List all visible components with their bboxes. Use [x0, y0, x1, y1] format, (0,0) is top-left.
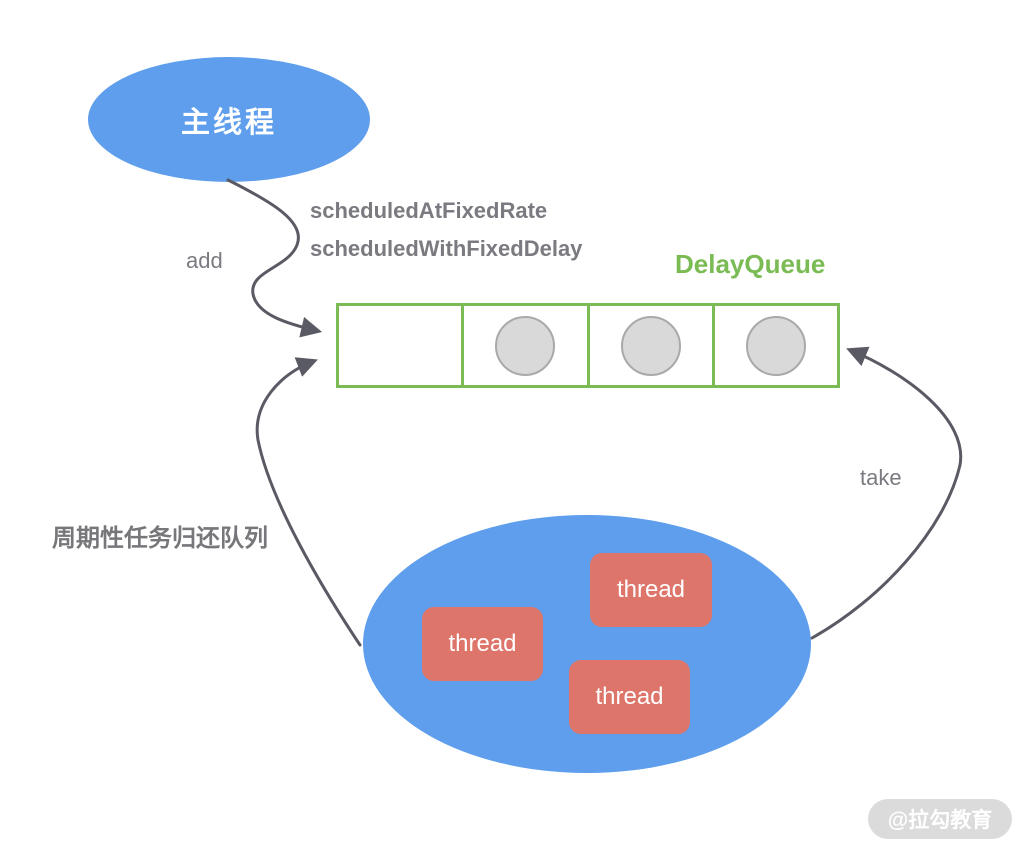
periodic-return-label: 周期性任务归还队列	[52, 525, 268, 552]
thread-node: thread	[569, 660, 690, 734]
queue-cell	[586, 306, 712, 385]
delay-queue	[336, 303, 840, 388]
scheduled-at-fixed-rate-label: scheduledAtFixedRate	[310, 198, 548, 223]
queue-cell	[711, 306, 837, 385]
watermark-badge: @拉勾教育	[868, 799, 1012, 839]
task-circle	[495, 315, 556, 376]
main-thread-label: 主线程	[180, 106, 277, 139]
thread-node: thread	[422, 607, 543, 681]
scheduled-with-fixed-delay-label: scheduledWithFixedDelay	[310, 236, 583, 261]
task-circle	[745, 315, 806, 376]
queue-cell	[339, 306, 461, 385]
return-to-queue-arrow	[255, 357, 362, 647]
delay-queue-title: DelayQueue	[675, 249, 826, 279]
main-thread-node: 主线程	[88, 57, 370, 182]
add-arrow	[226, 178, 323, 338]
thread-node: thread	[590, 553, 712, 627]
task-circle	[620, 315, 681, 376]
queue-cell	[461, 306, 586, 385]
add-edge-label: add	[186, 248, 223, 273]
take-edge-label: take	[860, 465, 902, 490]
take-arrow	[810, 346, 963, 640]
